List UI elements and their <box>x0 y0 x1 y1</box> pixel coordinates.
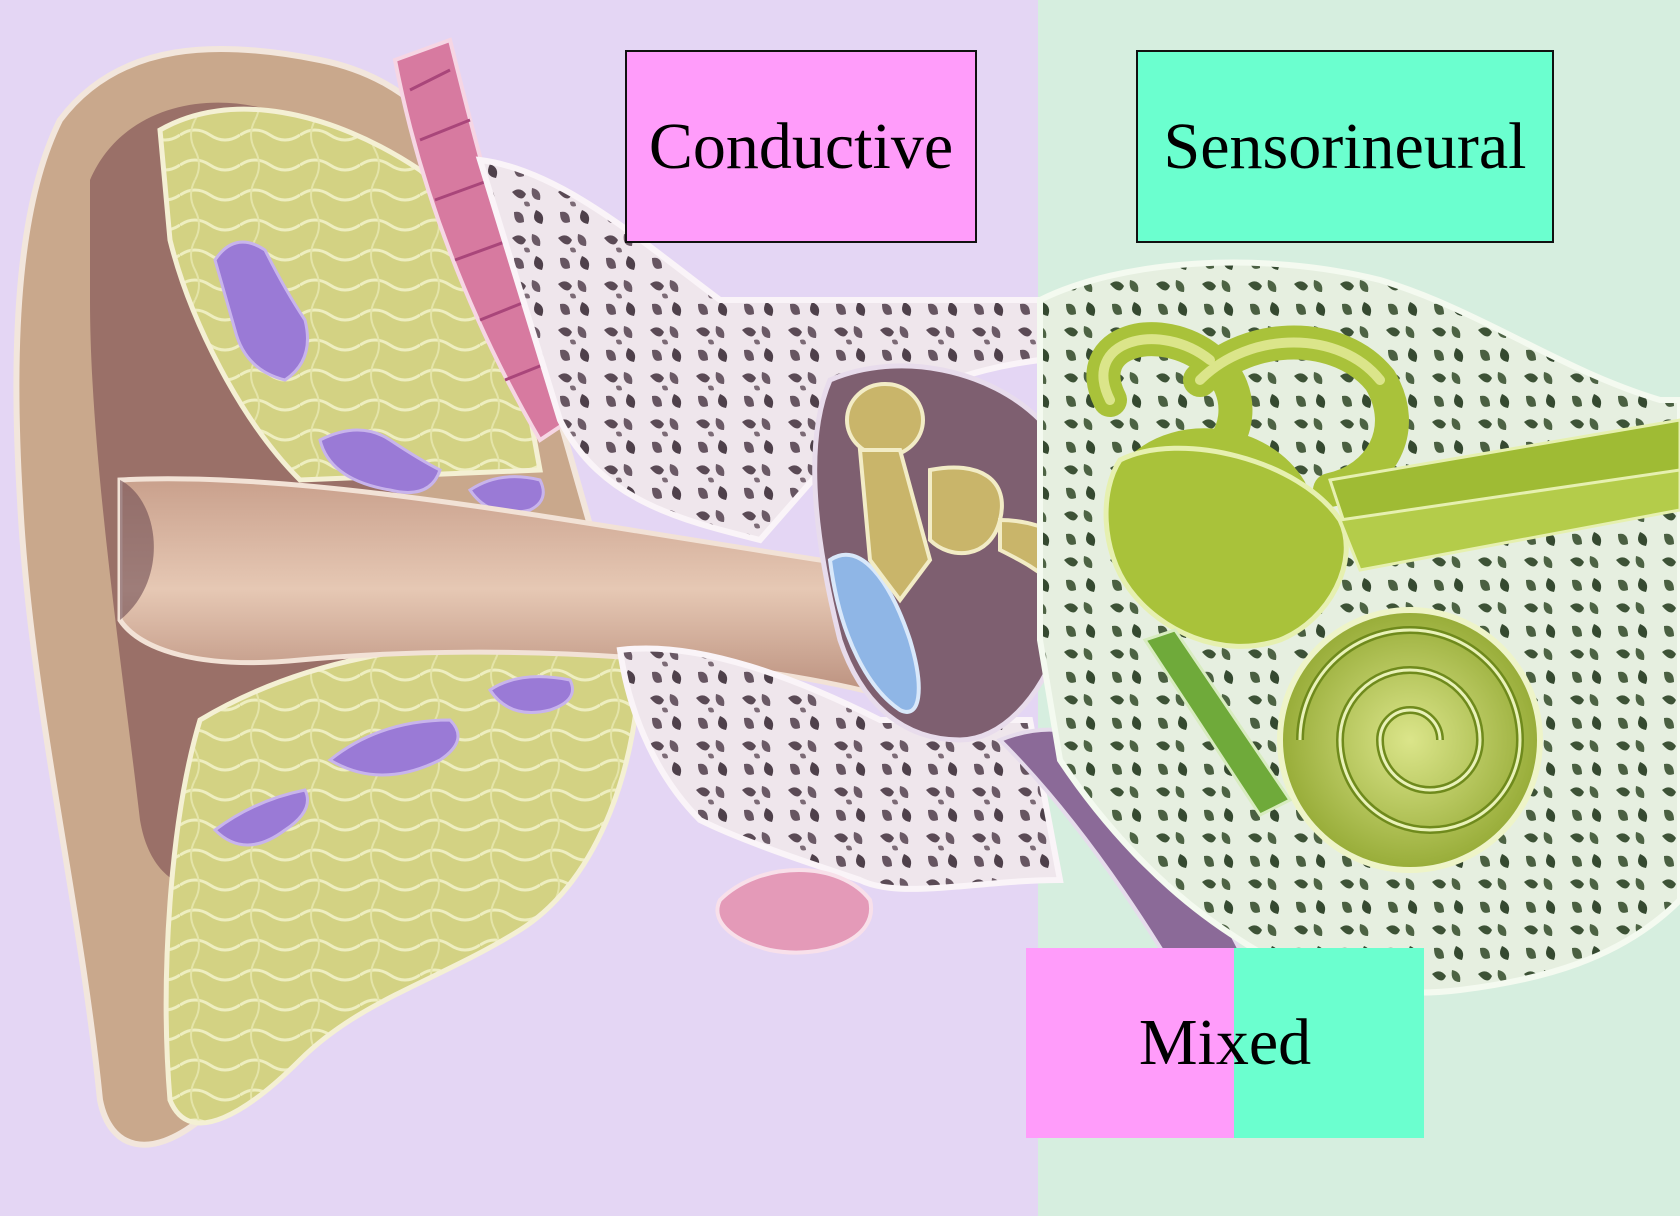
sensorineural-label: Sensorineural <box>1164 114 1527 180</box>
conductive-label: Conductive <box>649 114 953 180</box>
sensorineural-label-box: Sensorineural <box>1136 50 1554 243</box>
gland <box>717 870 871 953</box>
cochlea <box>1280 610 1540 870</box>
mixed-label: Mixed <box>1139 1010 1311 1076</box>
conductive-label-box: Conductive <box>625 50 977 243</box>
mixed-label-box: Mixed <box>1026 948 1424 1138</box>
